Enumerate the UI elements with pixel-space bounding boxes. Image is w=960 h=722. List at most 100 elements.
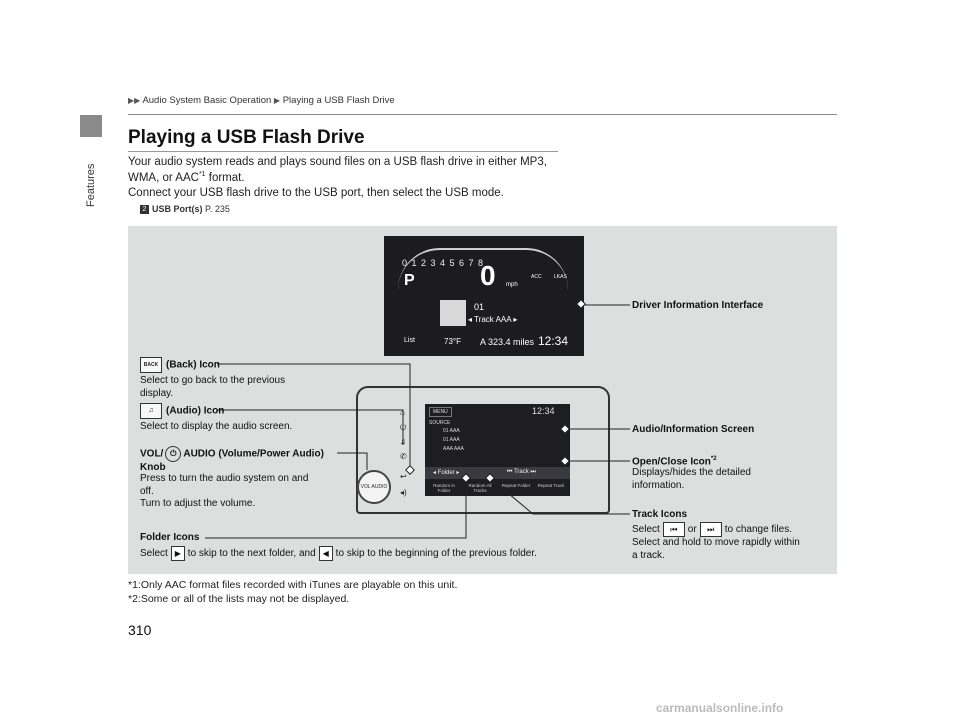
folder-icons-annotation: Folder Icons Select▶to skip to the next … <box>140 532 537 561</box>
previous-folder-icon: ◀ <box>318 546 333 561</box>
vol-knob-annotation: VOL/⏻AUDIO (Volume/Power Audio) Knob Pre… <box>140 446 324 511</box>
annotation-text: Select▶to skip to the next folder, and◀t… <box>140 546 537 561</box>
breadcrumb-arrow-icon: ▶▶ <box>128 96 141 105</box>
annotation-title-text: VOL/ <box>140 448 164 460</box>
annotation-text: Displays/hides the detailed <box>632 467 751 479</box>
power-icon: ⏻ <box>165 446 182 462</box>
annotation-text: Select⏮or⏭to change files. <box>632 522 800 537</box>
footnote: *2:Some or all of the lists may not be d… <box>128 593 350 605</box>
menu-button[interactable]: MENU <box>429 407 452 417</box>
pointer-marker <box>576 299 586 309</box>
track-name: ◂ Track AAA ▸ <box>468 315 518 324</box>
footnote-ref: *2 <box>710 456 717 462</box>
source-button[interactable]: SOURCE <box>429 420 451 426</box>
track-number: 01 <box>474 302 485 312</box>
back-icon[interactable]: ↩ <box>400 472 407 481</box>
random-in-folder-button[interactable]: Random in Folder <box>433 483 455 493</box>
body-text-segment: format. <box>205 171 245 184</box>
xref-page: P. 235 <box>205 204 230 214</box>
annotation-text: Turn to adjust the volume. <box>140 498 256 509</box>
lkas-indicator: LKAS <box>554 274 567 280</box>
annotation-title-text: Open/Close Icon <box>632 456 711 468</box>
body-text-segment: WMA, or AAC <box>128 171 199 184</box>
folder-control[interactable]: ◂ Folder ▸ <box>433 470 460 476</box>
pointer-marker <box>560 424 570 434</box>
dii-clock: 12:34 <box>538 334 569 348</box>
audio-information-screen: MENU 12:34 SOURCE 01 AAA 01 AAA AAA AAA … <box>425 404 570 496</box>
pointer-marker <box>405 465 415 475</box>
album-art-icon <box>440 300 466 326</box>
annotation-text: a track. <box>632 549 665 561</box>
annotation-title: VOL/⏻AUDIO (Volume/Power Audio) <box>140 446 324 462</box>
annotation-text: Select to go back to the previous <box>140 375 286 386</box>
back-button-icon: BACK <box>140 357 162 373</box>
volume-knob[interactable]: VOL AUDIO <box>357 470 391 504</box>
phone-icon[interactable]: ✆ <box>400 452 407 461</box>
list-item[interactable]: AAA AAA <box>443 446 464 452</box>
random-all-tracks-button[interactable]: Random All Tracks <box>468 483 492 493</box>
temperature: 73°F <box>444 337 461 346</box>
volume-icon[interactable]: ◂) <box>400 488 407 497</box>
annotation-title: Folder Icons <box>140 532 200 543</box>
repeat-folder-button[interactable]: Repeat Folder <box>501 483 531 488</box>
dii-annotation-title: Driver Information Interface <box>632 300 764 311</box>
annotation-title-text: AUDIO (Volume/Power Audio) <box>183 448 324 460</box>
watermark: carmanualsonline.info <box>656 701 784 715</box>
annotation-text: display. <box>140 387 174 399</box>
footnote: *1:Only AAC format files recorded with i… <box>128 579 458 591</box>
skip-back-icon: ⏮ <box>662 522 685 537</box>
speed-unit: mph <box>506 282 518 288</box>
screen-clock: 12:34 <box>532 406 555 416</box>
list-label: List <box>404 337 415 344</box>
annotation-title: ♫ (Audio) Icon <box>140 403 292 419</box>
track-icons-annotation: Track Icons Select⏮or⏭to change files. S… <box>632 509 800 562</box>
body-text-line: Your audio system reads and plays sound … <box>128 156 547 168</box>
annotation-text: information. <box>632 479 685 491</box>
audio-icon-annotation: ♫ (Audio) Icon Select to display the audi… <box>140 403 292 434</box>
mode-buttons: Random in Folder Random All Tracks Repea… <box>425 481 570 496</box>
annotation-text-segment: Select <box>632 524 660 536</box>
acc-indicator: ACC <box>531 274 542 280</box>
audio-button-icon: ♫ <box>140 403 162 419</box>
breadcrumb-item[interactable]: Audio System Basic Operation <box>142 95 272 106</box>
odometer: A 323.4 miles <box>480 337 535 347</box>
footnote-ref: *1 <box>198 171 206 178</box>
home-icon[interactable]: ⌂ <box>400 408 405 417</box>
control-bar: ◂ Folder ▸ ⏮ Track ⏭ <box>425 467 570 479</box>
annotation-text: Select and hold to move rapidly within <box>632 537 800 548</box>
annotation-title-text: (Audio) Icon <box>166 405 225 417</box>
annotation-title: Track Icons <box>632 509 688 520</box>
tachometer-arc <box>398 248 568 290</box>
breadcrumb: ▶▶ Audio System Basic Operation ▶ Playin… <box>128 95 395 106</box>
pointer-marker <box>560 456 570 466</box>
repeat-track-button[interactable]: Repeat Track <box>537 483 565 488</box>
annotation-title-text: Knob <box>140 462 166 473</box>
breadcrumb-item[interactable]: Playing a USB Flash Drive <box>282 95 395 106</box>
xref-label: USB Port(s) <box>152 204 203 214</box>
list-item[interactable]: 01 AAA <box>443 437 460 443</box>
open-close-annotation: Open/Close Icon*2 Displays/hides the det… <box>632 456 751 492</box>
annotation-text-segment: to skip to the next folder, and <box>187 548 316 560</box>
annotation-title: BACK(Back) Icon <box>140 357 285 373</box>
back-icon-annotation: BACK(Back) Icon Select to go back to the… <box>140 357 285 400</box>
leader-line <box>489 477 630 515</box>
tachometer-numbers: 0 1 2 3 4 5 6 7 8 <box>402 258 485 268</box>
leader-line <box>205 478 467 539</box>
annotation-text: Select to display the audio screen. <box>140 421 293 432</box>
dashboard-outline <box>356 386 610 514</box>
leader-line <box>217 363 411 470</box>
body-text-line: WMA, or AAC*1 format. <box>128 171 245 184</box>
annotation-text-segment: or <box>687 524 697 536</box>
annotation-text-segment: to change files. <box>724 524 792 536</box>
track-control[interactable]: ⏮ Track ⏭ <box>507 469 536 475</box>
list-item[interactable]: 01 AAA <box>443 428 460 434</box>
driver-information-interface-display: 0 1 2 3 4 5 6 7 8 P 0 mph ACC LKAS 01 ◂ … <box>384 236 584 356</box>
section-tab-marker <box>80 115 102 137</box>
breadcrumb-arrow-icon: ▶ <box>273 96 281 105</box>
annotation-text: Press to turn the audio system on and <box>140 473 309 484</box>
reference-arrow-icon: 2 <box>140 205 149 215</box>
pointer-marker <box>485 473 495 483</box>
body-text-line: Connect your USB flash drive to the USB … <box>128 187 504 199</box>
